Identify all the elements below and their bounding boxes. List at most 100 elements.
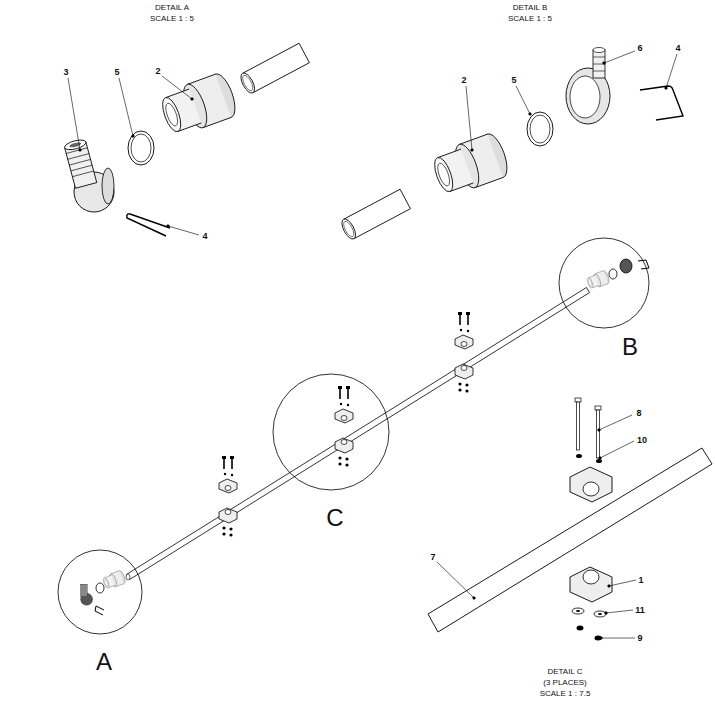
- u-clip: [640, 86, 683, 120]
- callout-number: 11: [635, 606, 645, 615]
- detail-note: (3 PLACES): [543, 679, 587, 687]
- coupling: [429, 131, 511, 199]
- leader-line: [605, 612, 608, 615]
- fitting-set: [609, 269, 617, 279]
- pipe-run: [126, 574, 130, 580]
- bolt: [597, 410, 600, 458]
- leader-line: [603, 62, 606, 65]
- clamp-set: [219, 456, 237, 537]
- pipe-segment: [238, 43, 309, 95]
- washer: [576, 454, 602, 463]
- o-ring: [128, 131, 154, 165]
- bolt: [595, 406, 601, 410]
- o-ring: [131, 134, 151, 162]
- flange-fitting: [593, 50, 605, 78]
- leader-line: [529, 113, 532, 116]
- pipe-segment: [339, 189, 410, 241]
- u-clip: [127, 214, 170, 236]
- o-ring: [527, 112, 553, 146]
- fitting-set: [102, 570, 127, 590]
- u-clip: [640, 86, 683, 120]
- coupling: [429, 131, 511, 199]
- support-bar: [428, 448, 712, 632]
- elbow-fitting: [71, 165, 92, 171]
- leader-line: [516, 86, 530, 114]
- leader-line: [598, 429, 601, 432]
- clamp-half: [583, 482, 599, 496]
- elbow-fitting: [72, 171, 93, 177]
- callout-number: 2: [155, 67, 160, 76]
- coupling: [157, 71, 239, 139]
- leader-line: [168, 226, 199, 235]
- detail-letter: A: [96, 650, 112, 674]
- fitting-set: [586, 270, 611, 290]
- clamp-half: [570, 467, 612, 602]
- flange-fitting: [566, 48, 610, 125]
- leader-line: [167, 225, 170, 228]
- detail-title: DETAIL C: [547, 668, 582, 676]
- callout-number: 10: [637, 436, 647, 445]
- washer: [594, 611, 606, 617]
- leader-line: [600, 441, 634, 458]
- elbow-fitting: [64, 138, 87, 151]
- fitting-set: [96, 583, 104, 593]
- washer: [576, 610, 580, 612]
- u-clip: [127, 214, 170, 236]
- pipe-segment: [238, 43, 309, 95]
- fitting-set: [81, 584, 88, 597]
- clamp-set: [335, 386, 353, 467]
- elbow-fitting: [64, 138, 97, 188]
- callout-number: 5: [511, 76, 516, 85]
- leader-line: [609, 580, 636, 586]
- detail-letter: B: [622, 335, 638, 359]
- flange-fitting: [593, 71, 605, 72]
- leader-line: [608, 585, 611, 588]
- elbow-fitting: [64, 138, 114, 212]
- clamp-half: [570, 567, 612, 602]
- washer: [572, 608, 584, 614]
- detail-title: DETAIL A: [155, 4, 189, 12]
- nut: [577, 626, 602, 641]
- o-ring: [527, 112, 553, 146]
- washer: [572, 608, 606, 617]
- leader-line: [437, 562, 474, 598]
- bolt: [575, 398, 601, 458]
- leader-line: [466, 86, 472, 150]
- flange-fitting: [593, 57, 605, 58]
- support-bar: [428, 448, 712, 632]
- elbow-fitting: [69, 159, 90, 165]
- leader-line: [119, 78, 133, 136]
- leader-line: [606, 610, 633, 613]
- flange-fitting: [570, 76, 600, 118]
- clamp-half: [583, 570, 599, 584]
- fitting-set: [638, 260, 649, 269]
- washer: [598, 613, 602, 615]
- callout-number: 4: [675, 44, 680, 53]
- fitting-set: [620, 259, 632, 273]
- detail-title: DETAIL B: [513, 4, 548, 12]
- leader-line: [79, 149, 82, 152]
- leader-line: [599, 415, 632, 430]
- leader-line: [68, 51, 677, 639]
- nut: [577, 626, 584, 631]
- clamp-set: [219, 312, 473, 537]
- clamp-half: [570, 467, 612, 502]
- scale-note: SCALE 1 : 5: [508, 15, 552, 23]
- leader-line: [665, 87, 668, 90]
- detail-circle: [559, 238, 649, 328]
- detail-circle: [58, 238, 649, 634]
- pipe-run: [126, 288, 589, 580]
- fitting-set: [81, 584, 93, 605]
- callout-number: 5: [114, 68, 119, 77]
- leader-line: [191, 98, 194, 101]
- scale-note: SCALE 1 : 5: [150, 15, 194, 23]
- leader-line: [604, 51, 635, 63]
- leader-line: [473, 597, 476, 600]
- callout-number: 2: [461, 76, 466, 85]
- callout-number: 8: [636, 409, 641, 418]
- leader-line: [666, 54, 677, 88]
- leader-line: [599, 457, 602, 460]
- washer: [596, 459, 602, 463]
- leader-line: [132, 135, 135, 138]
- elbow-fitting: [102, 168, 114, 204]
